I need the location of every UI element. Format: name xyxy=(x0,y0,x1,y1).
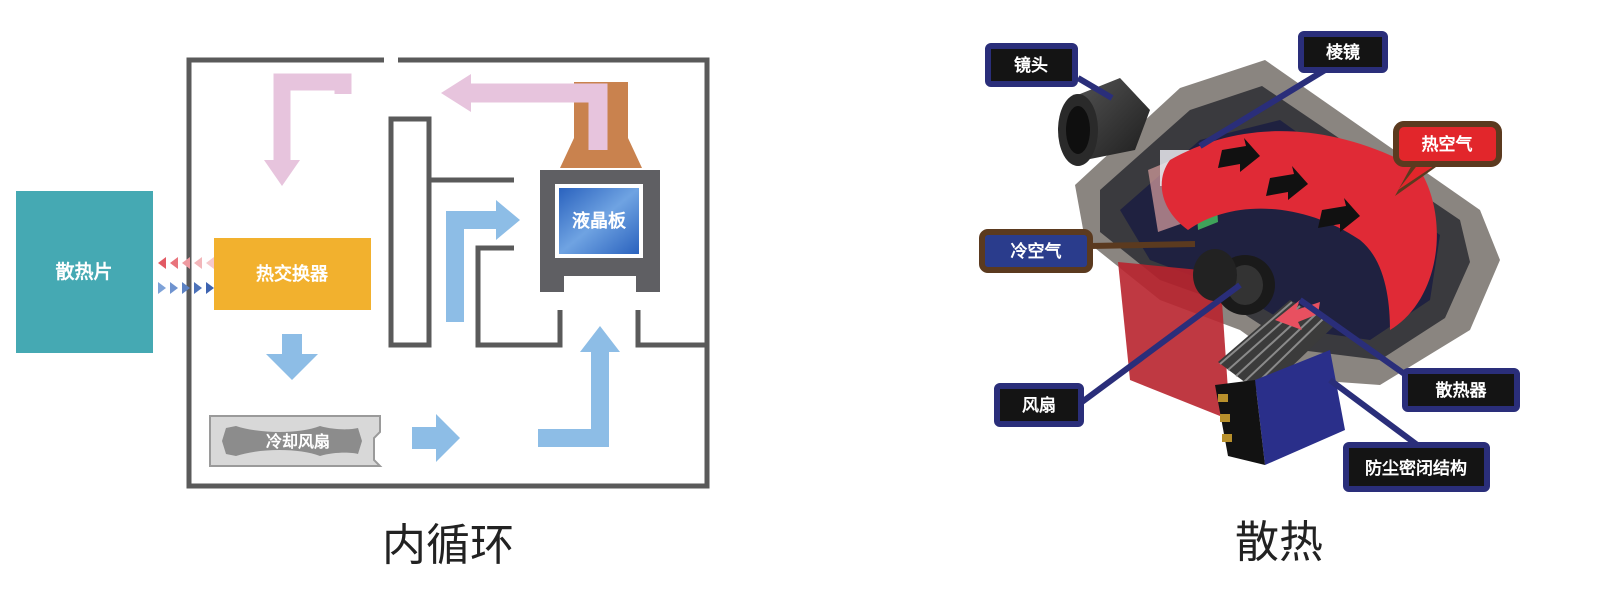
lcd-panel xyxy=(559,188,639,254)
internal-circulation-diagram: 散热片 热交换器 xyxy=(16,54,710,571)
label-dust-seal: 防尘密闭结构 xyxy=(1343,442,1490,492)
heat-dissipation-diagram: 镜头 棱镜 热空气 冷空气 散热器 风扇 防尘密闭结构 散热 xyxy=(979,31,1520,568)
hot-air-band xyxy=(1161,131,1437,330)
label-cold-air: 冷空气 xyxy=(979,229,1093,273)
dust-seal-block xyxy=(1255,350,1345,465)
exchange-arrows xyxy=(158,257,214,294)
svg-text:热空气: 热空气 xyxy=(1422,134,1473,155)
pink-air-arrow-top xyxy=(468,83,608,150)
label-prism: 棱镜 xyxy=(1298,31,1388,73)
heat-exchanger-label: 热交换器 xyxy=(256,263,329,285)
label-radiator: 散热器 xyxy=(1402,368,1520,412)
lens-assembly xyxy=(1058,78,1150,166)
partition-wall xyxy=(388,116,432,348)
fan-drum xyxy=(1193,249,1275,315)
svg-text:棱镜: 棱镜 xyxy=(1326,42,1360,63)
label-fan: 风扇 xyxy=(994,383,1084,427)
pink-air-arrow-left xyxy=(273,73,352,162)
blue-air-arrow-up xyxy=(538,350,609,447)
svg-text:散热器: 散热器 xyxy=(1436,380,1488,401)
label-hot-air: 热空气 xyxy=(1393,121,1502,167)
heatsink-block xyxy=(16,191,153,353)
enclosure-frame xyxy=(186,57,710,489)
svg-text:风扇: 风扇 xyxy=(1022,395,1056,416)
lcd-label: 液晶板 xyxy=(572,210,627,232)
right-caption: 散热 xyxy=(1235,517,1323,568)
blue-air-arrow-right xyxy=(436,414,460,462)
blue-air-arrow-lcd xyxy=(446,211,500,322)
svg-text:防尘密闭结构: 防尘密闭结构 xyxy=(1365,458,1467,479)
cooling-fan-label: 冷却风扇 xyxy=(266,432,330,451)
heatsink-label: 散热片 xyxy=(55,260,112,283)
cooling-fan: 冷却风扇 xyxy=(209,415,383,467)
label-lens: 镜头 xyxy=(985,43,1078,87)
heat-exchanger-block xyxy=(214,238,371,310)
left-caption: 内循环 xyxy=(382,520,514,571)
blue-air-arrow-down xyxy=(266,354,318,380)
lower-red-housing xyxy=(1118,262,1230,420)
svg-text:冷空气: 冷空气 xyxy=(1011,241,1062,262)
svg-text:镜头: 镜头 xyxy=(1014,55,1048,76)
